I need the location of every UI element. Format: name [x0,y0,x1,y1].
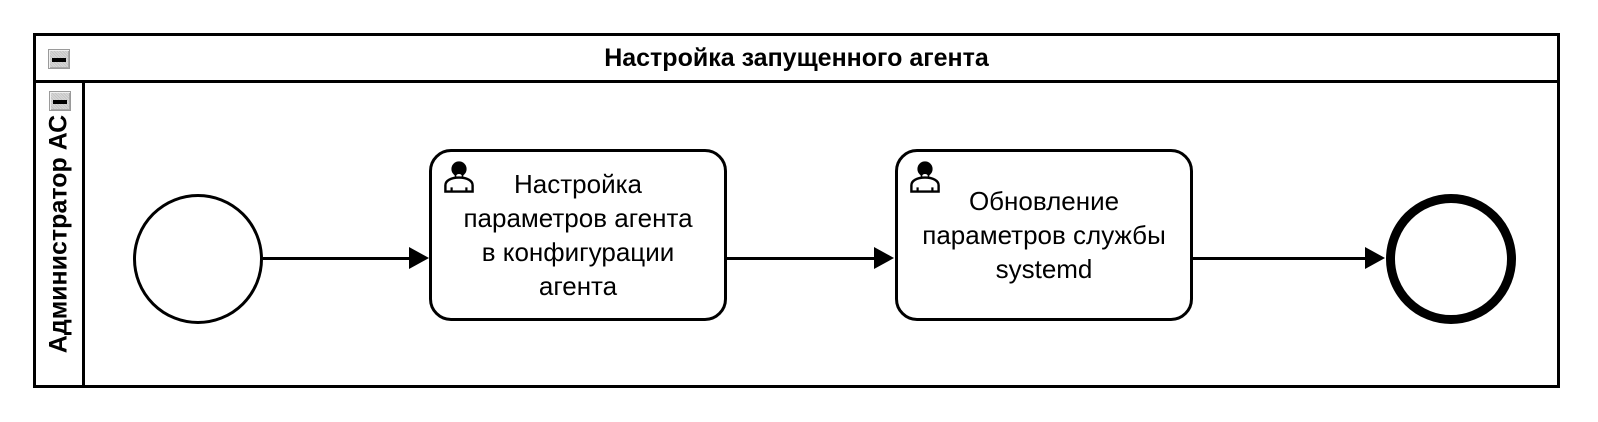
task-2-label: Обновление параметров службы systemd [922,186,1166,284]
end-event[interactable] [1386,194,1516,324]
lane-header[interactable]: Администратор АС [36,83,85,385]
collapse-minus-icon[interactable] [48,49,70,69]
task-1-label: Настройка параметров агента в конфигурац… [463,169,693,301]
sequence-flow-3[interactable] [1193,257,1365,260]
user-icon [908,160,942,194]
lane-label: Администратор АС [44,114,73,354]
sequence-flow-1[interactable] [263,257,409,260]
pool-header: Настройка запущенного агента [36,36,1557,83]
bpmn-pool[interactable]: Настройка запущенного агента Администрат… [33,33,1560,388]
pool-title: Настройка запущенного агента [604,44,989,72]
bpmn-lane[interactable]: Администратор АС [36,83,1557,385]
sequence-flow-2[interactable] [727,257,874,260]
task-obnovlenie-parametrov-sluzhby-systemd[interactable]: Обновление параметров службы systemd [895,149,1193,321]
lane-collapse-minus-icon[interactable] [49,91,71,111]
sequence-flow-1-arrowhead [409,247,429,269]
user-icon [442,160,476,194]
task-nastroyka-parametrov-agenta[interactable]: Настройка параметров агента в конфигурац… [429,149,727,321]
sequence-flow-3-arrowhead [1365,247,1385,269]
lane-body: Настройка параметров агента в конфигурац… [85,83,1557,385]
start-event[interactable] [133,194,263,324]
sequence-flow-2-arrowhead [874,247,894,269]
